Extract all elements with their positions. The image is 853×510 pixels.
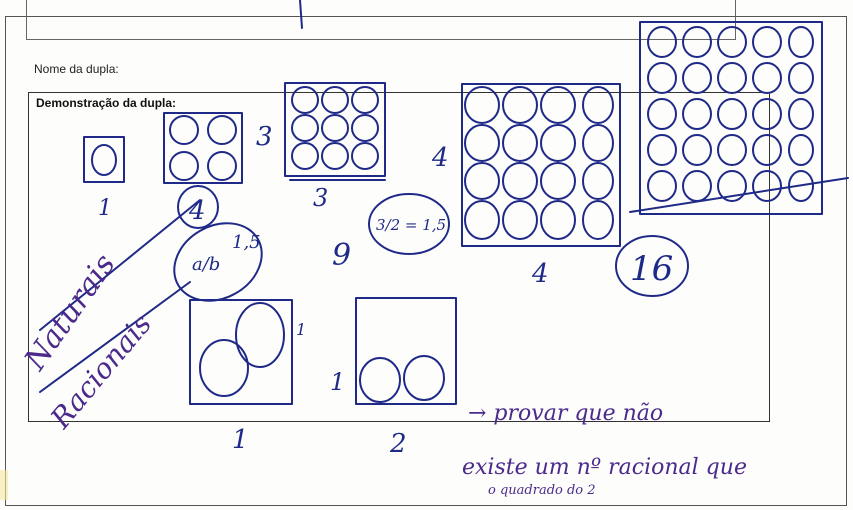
- circle: [503, 201, 537, 239]
- circle: [322, 87, 348, 113]
- circle: [583, 201, 613, 239]
- circle: [465, 87, 499, 123]
- circle: [503, 87, 537, 123]
- bottom-side-1: 1: [296, 320, 306, 339]
- note-line-2: existe um nº racional que: [462, 455, 747, 480]
- label-3: 3: [313, 184, 328, 212]
- circle: [170, 116, 198, 144]
- circle: [236, 303, 284, 367]
- top-stroke: [300, 0, 302, 28]
- circle: [541, 125, 575, 161]
- fraction-a-b: a/b: [192, 254, 220, 275]
- diagonal-stroke: [630, 178, 848, 212]
- circle: [200, 340, 248, 396]
- circle: [503, 163, 537, 199]
- note-line-1: → provar que não: [468, 401, 663, 426]
- grid-5x5-circles: [648, 27, 813, 201]
- circle: [352, 115, 378, 141]
- circle: [583, 87, 613, 123]
- bottom-label-1: 1: [232, 425, 249, 455]
- circle: [170, 152, 198, 180]
- circle: [541, 163, 575, 199]
- circle: [583, 163, 613, 199]
- circle: [292, 143, 318, 169]
- circle: [322, 115, 348, 141]
- side-4: 4: [431, 143, 449, 173]
- circle: [92, 145, 116, 175]
- label-9: 9: [332, 238, 351, 273]
- bottom-side-2: 1: [330, 368, 345, 396]
- circle: [583, 125, 613, 161]
- circle: [541, 201, 575, 239]
- bottom-label-2: 2: [389, 429, 407, 459]
- three-halves: 3/2 = 1,5: [376, 216, 446, 234]
- circle: [360, 358, 400, 402]
- circle: [352, 87, 378, 113]
- circle: [465, 201, 499, 239]
- circle: [322, 143, 348, 169]
- label-4-circled: 4: [188, 196, 206, 226]
- circle: [292, 115, 318, 141]
- circle: [465, 163, 499, 199]
- circle: [352, 143, 378, 169]
- circle: [503, 125, 537, 161]
- note-line-3: o quadrado do 2: [488, 483, 596, 498]
- side-3: 3: [256, 122, 273, 152]
- square-2x2: [164, 113, 242, 183]
- circle: [465, 125, 499, 161]
- square-3x3: [285, 83, 385, 176]
- label-4: 4: [531, 259, 549, 289]
- circle: [404, 356, 444, 400]
- square-5x5: [640, 22, 822, 214]
- circle: [208, 152, 236, 180]
- one-five: 1,5: [232, 232, 261, 253]
- label-1: 1: [98, 196, 112, 221]
- circle: [208, 116, 236, 144]
- circle: [541, 87, 575, 123]
- label-16: 16: [630, 249, 673, 289]
- circle: [292, 87, 318, 113]
